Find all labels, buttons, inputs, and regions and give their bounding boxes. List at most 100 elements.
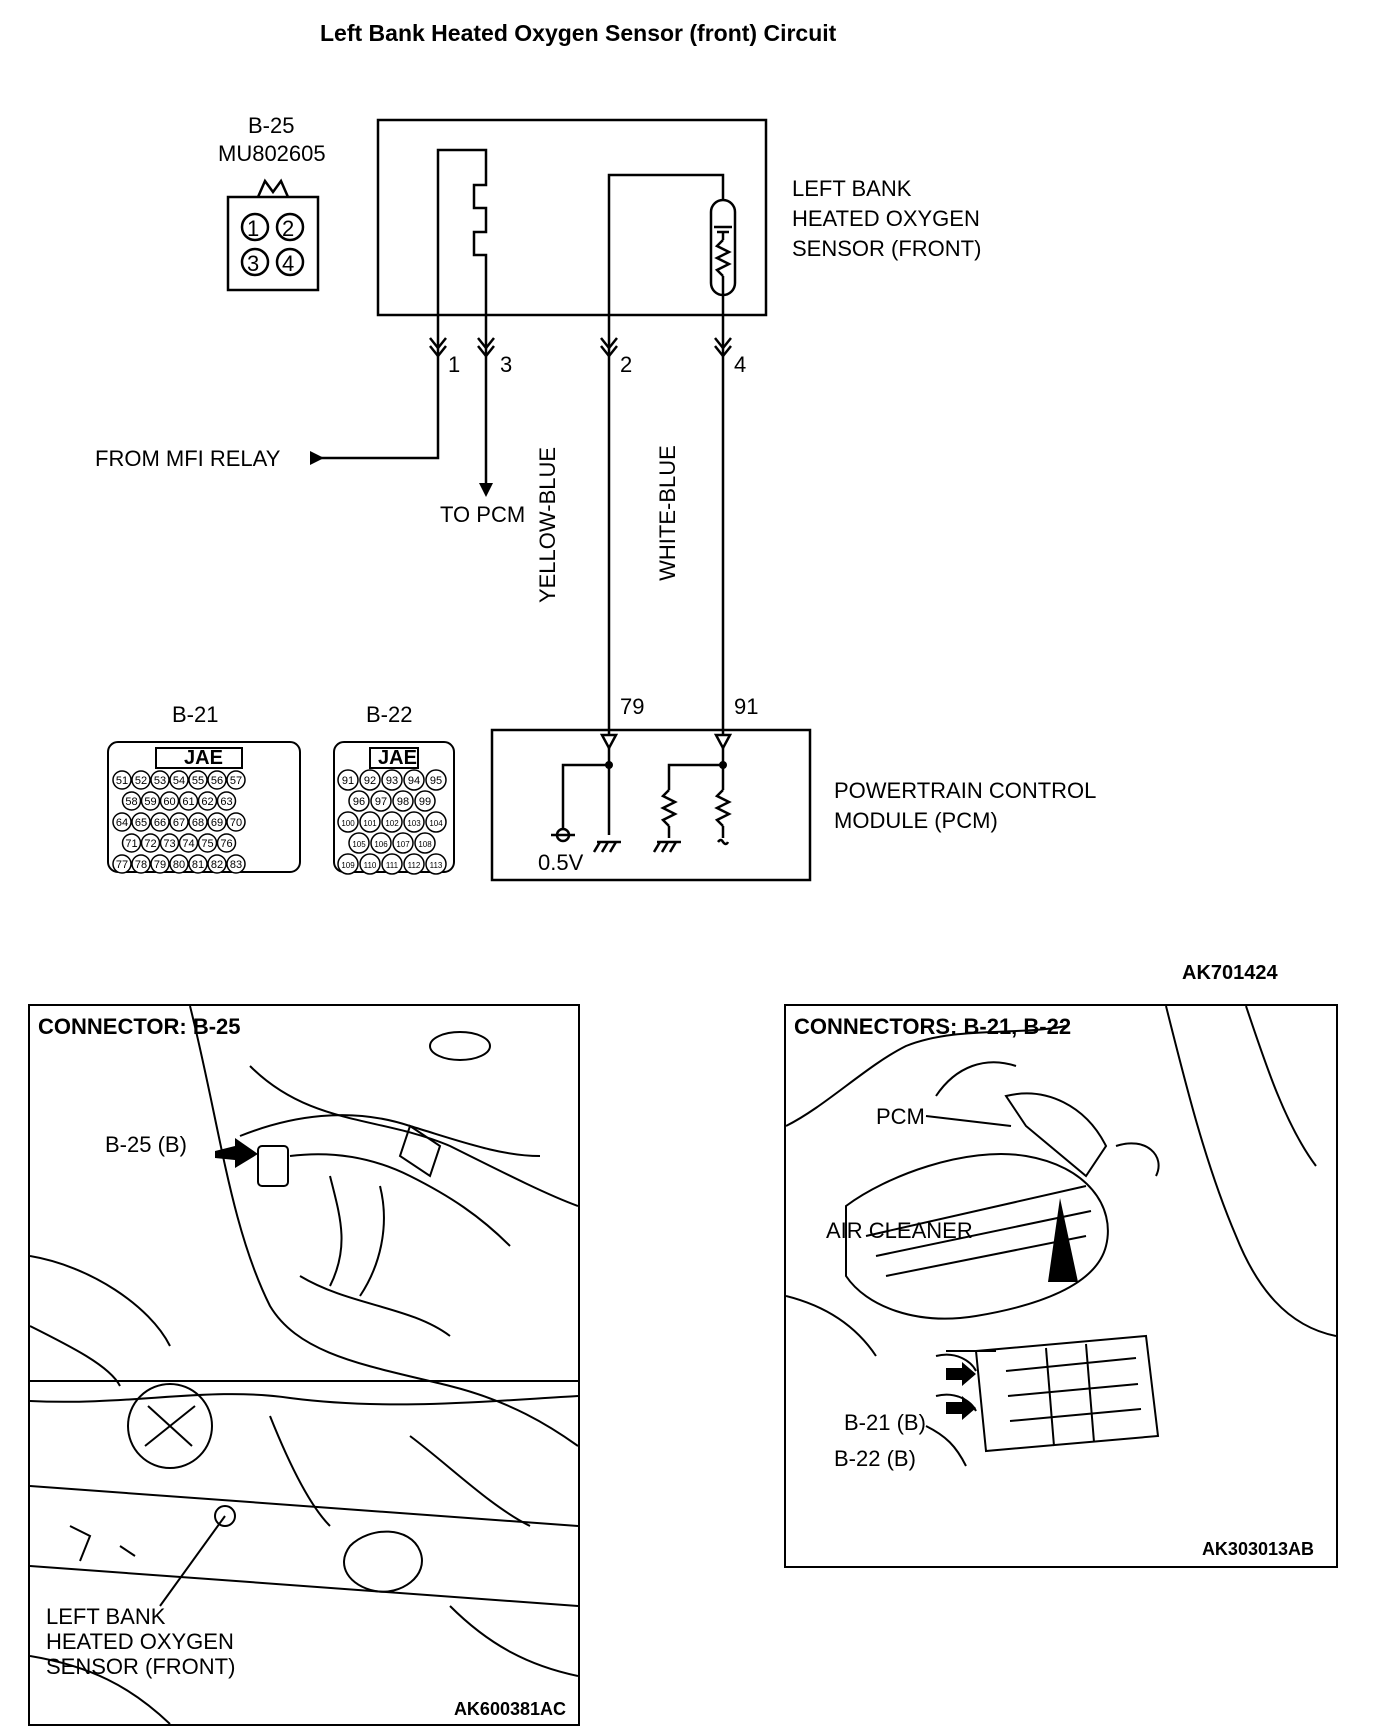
b22-arrow-icon: [946, 1396, 976, 1420]
b21-pin-label: 56: [211, 775, 223, 787]
b22-pin-circle: [337, 853, 359, 875]
b22-pin-circle: [414, 832, 436, 854]
b22-pin-label: 113: [430, 861, 443, 870]
pcm-box: [490, 728, 812, 882]
sensor-pin-1: 1: [448, 352, 461, 377]
b22-pin-circle: [337, 811, 359, 833]
b22-pin-label: 105: [352, 840, 366, 849]
b21-pin-label: 66: [154, 817, 166, 829]
b21-pin-circle: [169, 812, 189, 832]
b21-pin-circle: [121, 791, 142, 811]
b25-pin-3: 3: [247, 251, 260, 276]
b21-pin-circle: [131, 770, 151, 790]
b21-pin-label: 81: [192, 859, 204, 871]
b21-pin-label: 60: [163, 796, 175, 808]
b21-pin-circle: [178, 833, 199, 853]
b22-pin-circle: [425, 853, 447, 875]
b21-pin-label: 57: [230, 775, 242, 787]
b25-pin-1: 1: [247, 216, 260, 241]
b21-pin-circle: [150, 812, 170, 832]
left-sensor-line-1: LEFT BANK: [46, 1604, 166, 1629]
engine-bay-illustration-left: [30, 1006, 578, 1724]
b21-pin-circle: [226, 770, 246, 790]
b22-pin-label: 99: [419, 796, 431, 808]
b21-pin-circle: [169, 770, 189, 790]
b21-pin-label: 69: [211, 817, 223, 829]
b21-pin-label: 79: [154, 859, 166, 871]
b22-pin-label: 109: [341, 861, 355, 870]
b22-pin-circle: [403, 811, 425, 833]
b21-pin-circle: [188, 812, 208, 832]
b22-pin-label: 110: [364, 861, 377, 870]
b21-pin-circle: [207, 854, 227, 874]
connector-b25-icon: [226, 178, 320, 292]
b22-pin-label: 95: [430, 775, 442, 787]
b21-pin-circle: [197, 791, 218, 811]
b21-pin-circle: [169, 854, 189, 874]
b21-pin-circle: [188, 770, 208, 790]
b22-pin-label: 112: [408, 861, 421, 870]
sensor-label-line-2: HEATED OXYGEN: [792, 206, 980, 231]
b21-pin-label: 70: [230, 817, 242, 829]
b21-pin-circle: [216, 791, 237, 811]
b22-pin-circle: [381, 769, 403, 791]
b21-pin-label: 63: [220, 796, 232, 808]
b22-pin-label: 92: [364, 775, 376, 787]
b21-pin-circle: [159, 833, 180, 853]
sensor-pin-2: 2: [620, 352, 633, 377]
b21-pin-label: 82: [211, 859, 223, 871]
b21-pin-circle: [207, 770, 227, 790]
b22-pin-circle: [348, 832, 370, 854]
b21-arrow-icon: [946, 1362, 976, 1386]
b22-pin-circle: [370, 790, 392, 812]
b25-part-number: MU802605: [218, 141, 326, 166]
b22-name: B-22: [366, 702, 413, 727]
b21-pin-circle: [131, 854, 151, 874]
heater-element: [436, 148, 488, 300]
right-panel-code: AK303013AB: [1201, 1539, 1314, 1559]
pcm-voltage: 0.5V: [538, 850, 584, 875]
b21-pin-label: 72: [144, 838, 156, 850]
b21-pin-label: 52: [135, 775, 147, 787]
air-cleaner-label: AIR CLEANER: [826, 1218, 973, 1243]
b22-pin-label: 98: [397, 796, 409, 808]
connector-b21-b22-location-panel: CONNECTORS: B-21, B-22 PCM AIR CLEANER B…: [784, 1004, 1338, 1568]
sensor-box: [376, 118, 768, 317]
b21-pin-label: 59: [144, 796, 156, 808]
wire-label-yellow-blue: YELLOW-BLUE: [535, 446, 561, 604]
diagram-code: AK701424: [1182, 962, 1278, 984]
b22-pin-label: 106: [374, 840, 388, 849]
b21-pin-circle: [140, 791, 161, 811]
b22-pin-label: 111: [386, 861, 399, 870]
sensor-label-line-1: LEFT BANK: [792, 176, 912, 201]
b25-pin-4: 4: [282, 251, 295, 276]
b21-pin-circle: [112, 770, 132, 790]
sensor-label-line-3: SENSOR (FRONT): [792, 236, 982, 261]
b21-pin-label: 83: [230, 859, 242, 871]
b21-pin-label: 61: [182, 796, 194, 808]
b21-pin-label: 55: [192, 775, 204, 787]
connector-b25-location-panel: CONNECTOR: B-25 B-25 (B) LEFT BANK HEATE…: [28, 1004, 580, 1726]
b21-pin-circle: [159, 791, 180, 811]
b22-pin-circle: [392, 832, 414, 854]
b22-pin-label: 94: [408, 775, 420, 787]
b22-pin-label: 93: [386, 775, 398, 787]
b21-pin-circle: [188, 854, 208, 874]
b22-pin-circle: [337, 769, 359, 791]
sensor-signal-line: [607, 173, 725, 300]
right-panel-header: CONNECTORS: B-21, B-22: [794, 1014, 1072, 1039]
left-sensor-line-3: SENSOR (FRONT): [46, 1654, 236, 1679]
b21-pin-label: 77: [116, 859, 128, 871]
to-pcm-label: TO PCM: [440, 502, 526, 527]
b22-pin-label: 101: [363, 819, 377, 828]
left-panel-header: CONNECTOR: B-25: [38, 1014, 241, 1039]
b22-pin-label: 102: [385, 819, 399, 828]
b22-pin-circle: [359, 769, 381, 791]
b22-pin-circle: [403, 769, 425, 791]
b21-pin-circle: [140, 833, 161, 853]
b22-pin-circle: [392, 790, 414, 812]
engine-bay-illustration-right: [786, 1006, 1336, 1467]
b21-pin-circle: [226, 812, 246, 832]
b21-pin-circle: [150, 854, 170, 874]
